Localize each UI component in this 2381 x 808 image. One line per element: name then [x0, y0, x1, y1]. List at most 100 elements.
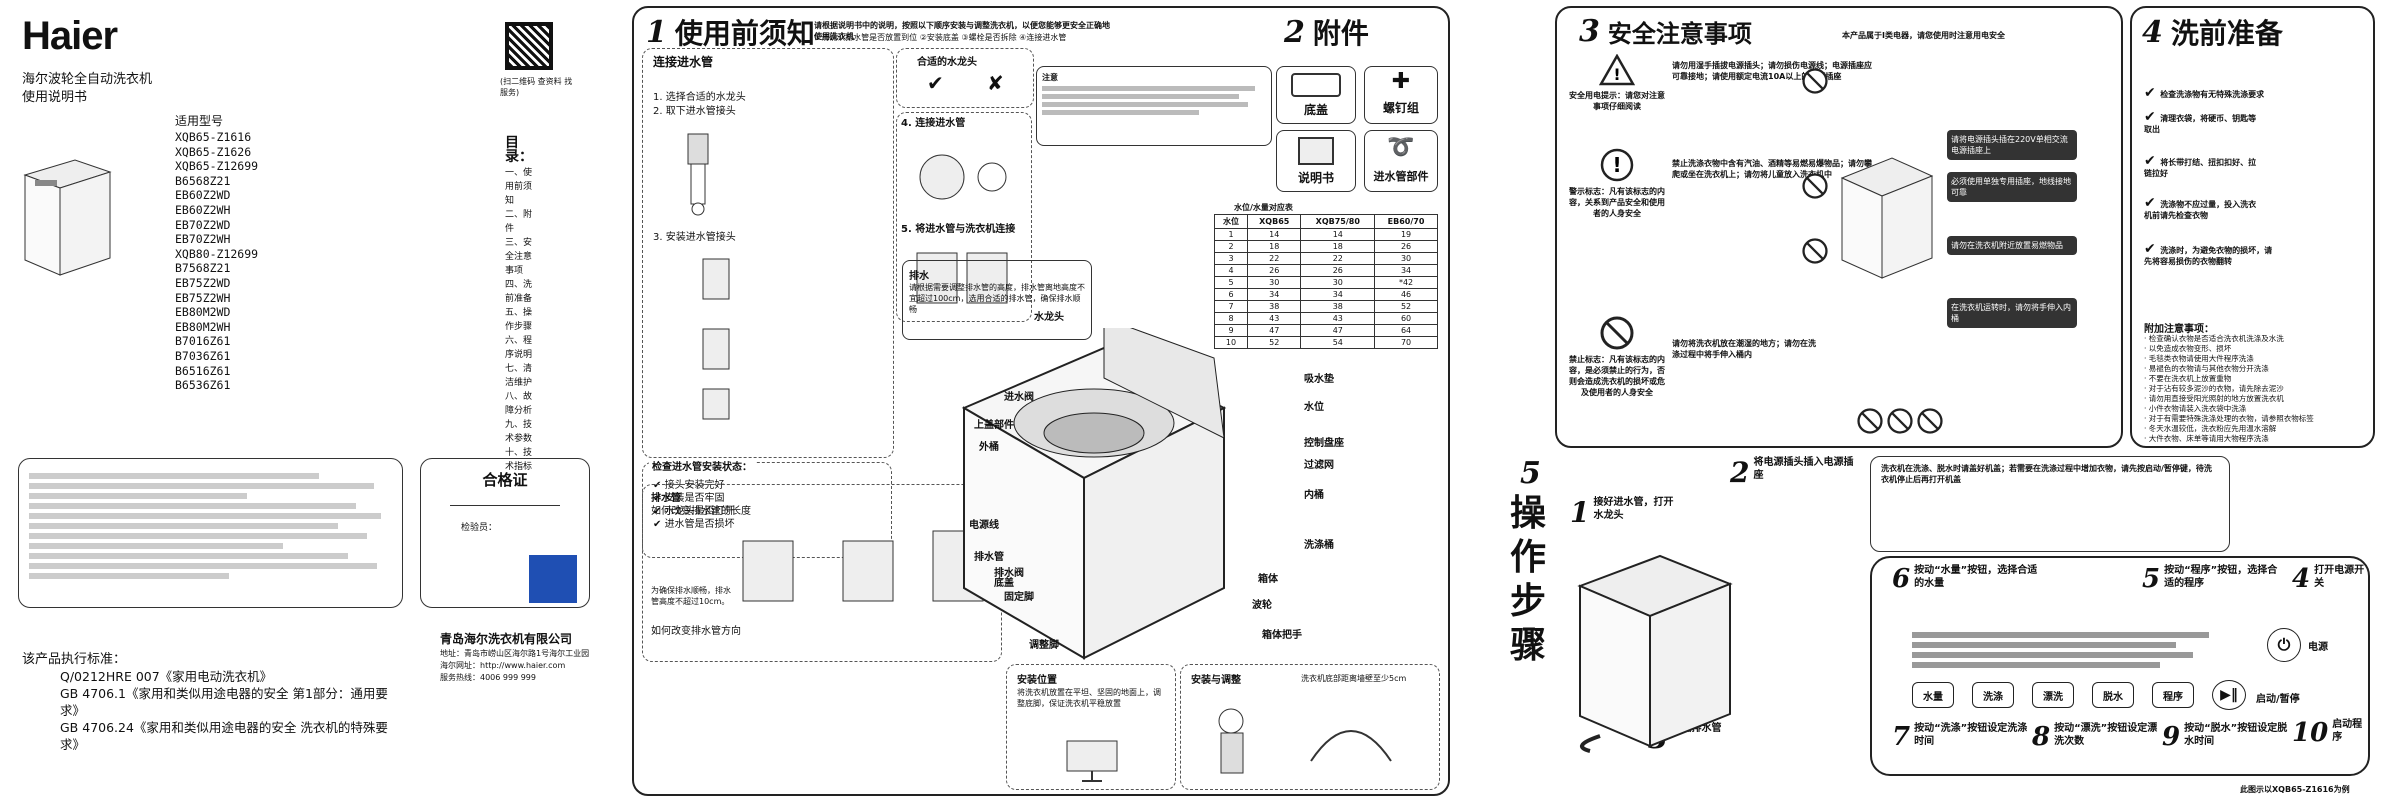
table-cell: 60	[1374, 312, 1438, 325]
table-cell: 52	[1247, 336, 1302, 349]
check-icon: ✔	[653, 519, 665, 530]
check-icon: ✔	[653, 493, 665, 504]
drain-box-text: 请根据需要调整排水管的高度，排水管离地高度不宜超过100cm，选用合适的排水管，…	[909, 283, 1085, 314]
table-header: XQB65	[1247, 214, 1302, 229]
part-label: 排水管	[974, 552, 1004, 563]
power-button[interactable]: ⏻	[2267, 628, 2301, 662]
part-label: 调整脚	[1029, 640, 1059, 651]
start-pause-label: 启动/暂停	[2256, 694, 2300, 705]
table-cell: 18	[1247, 240, 1302, 253]
model-item: EB70Z2WH	[175, 232, 231, 247]
install-position-area: 安装位置 将洗衣机放置在平坦、坚固的地面上，调整底脚，保证洗衣机平稳放置	[1006, 664, 1176, 790]
table-cell: 10	[1213, 336, 1249, 349]
op-step: 10 启动程序	[2292, 718, 2363, 748]
table-cell: 18	[1300, 240, 1376, 253]
toc-item[interactable]: 一、使用前须知	[505, 168, 533, 206]
control-panel: 6 按动“水量”按钮，选择合适的水量 5 按动“程序”按钮，选择合适的程序 4 …	[1870, 556, 2370, 776]
op-note: 洗衣机在洗涤、脱水时请盖好机盖；若需要在洗涤过程中增加衣物，请先按启动/暂停键，…	[1881, 464, 2212, 484]
sec5-number: 5	[1520, 456, 1541, 491]
toc-item[interactable]: 九、技术参数	[505, 420, 533, 444]
drain-direction-title: 如何改变排水管方向	[651, 626, 741, 637]
check-item: ✔ 进水管是否损坏	[653, 519, 735, 530]
screw-icon: ✚	[1391, 69, 1411, 94]
play-pause-icon: ▶‖	[2220, 687, 2238, 703]
notes-label: 注意	[1042, 73, 1058, 82]
safety-row: 禁止标志：凡有该标志的内容，是必须禁止的行为，否则会造成洗衣机的损坏或危及使用者…	[1567, 316, 1667, 446]
prep-item: ✔ 将长带打结、扭扣扣好、拉链拉好	[2144, 153, 2257, 178]
sec2-heading: 2 附件	[1284, 12, 1369, 52]
extra-note-item: · 易褪色的衣物请与其他衣物分开洗涤	[2144, 364, 2269, 373]
toc-item[interactable]: 二、附件	[505, 210, 533, 234]
qr-code	[505, 22, 553, 70]
check-icon: ✔	[2144, 109, 2161, 125]
toc-item[interactable]: 七、清洁维护	[505, 364, 533, 388]
inlet-hose-area: 连接进水管 1. 选择合适的水龙头 2. 取下进水管接头 3. 安装进水管接头	[642, 48, 894, 458]
sec3-title: 安全注意事项	[1607, 20, 1752, 48]
safety-note-dark: 在洗衣机运转时，请勿将手伸入内桶	[1947, 298, 2077, 328]
safety-row-text: 请勿用湿手插拔电源插头；请勿损伤电源线；电源插座应可靠接地；请使用额定电流10A…	[1672, 61, 1872, 81]
wash-button[interactable]: 洗涤	[1972, 682, 2014, 708]
op-footer: 此图示以XQB65-Z1616为例	[2240, 785, 2350, 794]
toc-item[interactable]: 五、操作步骤	[505, 308, 533, 332]
sec1-steps-hint: ①请确认排水管是否放置到位 ②安装底盖 ③螺栓是否拆除 ④连接进水管	[814, 33, 1067, 42]
part-label: 进水阀	[1004, 392, 1034, 403]
accessory-screws: ✚ 螺钉组	[1364, 66, 1438, 124]
water-level-button[interactable]: 水量	[1912, 682, 1954, 708]
spin-button[interactable]: 脱水	[2092, 682, 2134, 708]
sec3-panel: 3 安全注意事项 本产品属于Ⅰ类电器，请您使用时注意用电安全 ! 安全用电提示：…	[1555, 6, 2123, 448]
drain-title: 排水管	[651, 493, 681, 504]
extra-note-item: · 大件衣物、床单等请用大物程序洗涤	[2144, 434, 2269, 443]
toc-item[interactable]: 三、安全注意事项	[505, 238, 533, 276]
sec1-panel: 1 使用前须知 请根据说明书中的说明，按照以下顺序安装与调整洗衣机，以便您能够更…	[632, 6, 1450, 796]
toc-item[interactable]: 四、洗前准备	[505, 280, 533, 304]
brand-logo: Haier	[22, 14, 118, 58]
sec5-title: 操作步骤	[1510, 493, 1547, 666]
table-cell: *42	[1374, 276, 1438, 289]
table-cell: 64	[1374, 324, 1438, 337]
model-label: 适用型号	[175, 114, 224, 128]
check-title: 检查进水管安装状态：	[649, 461, 755, 474]
part-label: 控制盘座	[1304, 438, 1344, 449]
spec-table-title: 水位/水量对应表	[1234, 203, 1293, 212]
prep-item: ✔ 洗涤时，为避免衣物的损坏，请先将容易损伤的衣物翻转	[2144, 241, 2273, 266]
part-label: 箱体	[1258, 574, 1278, 585]
table-header: EB60/70	[1374, 214, 1438, 229]
steps-4-5-area: 4. 连接进水管 5. 将进水管与洗衣机连接	[896, 112, 1032, 322]
sec1-subtitle: 请根据说明书中的说明，按照以下顺序安装与调整洗衣机，以便您能够更安全正确地使用洗…	[814, 21, 1110, 41]
check-item: ✔ 水龙头是否打开	[653, 506, 735, 517]
prohibited-icon	[1802, 173, 1828, 199]
table-cell: 14	[1300, 228, 1376, 241]
part-label: 箱体把手	[1262, 630, 1302, 641]
company-phone: 服务热线：4006 999 999	[440, 673, 536, 682]
rinse-button[interactable]: 漂洗	[2032, 682, 2074, 708]
table-cell: 34	[1247, 288, 1302, 301]
washer-small-image	[1840, 157, 1934, 279]
table-cell: 5	[1213, 276, 1249, 289]
op-step: 6 按动“水量”按钮，选择合适的水量	[1892, 564, 2038, 594]
extra-note-item: · 检查确认衣物是否适合洗衣机洗涤及水洗	[2144, 334, 2284, 343]
table-cell: 70	[1374, 336, 1438, 349]
toc-item[interactable]: 六、程序说明	[505, 336, 533, 360]
table-cell: 7	[1213, 300, 1249, 313]
safety-row-text: 请勿将洗衣机放在潮湿的地方；请勿在洗涤过程中将手伸入桶内	[1672, 339, 1816, 359]
model-item: EB80M2WH	[175, 319, 231, 334]
company-address: 地址：青岛市崂山区海尔路1号海尔工业园	[440, 649, 590, 658]
extra-notes-title: 附加注意事项：	[2144, 324, 2214, 335]
install-text: 将洗衣机放置在平坦、坚固的地面上，调整底脚，保证洗衣机平稳放置	[1017, 688, 1161, 708]
op-note-box: 洗衣机在洗涤、脱水时请盖好机盖；若需要在洗涤过程中增加衣物，请先按启动/暂停键，…	[1870, 456, 2230, 552]
washer-diagram	[961, 328, 1227, 660]
start-pause-button[interactable]: ▶‖	[2212, 680, 2246, 710]
program-button[interactable]: 程序	[2152, 682, 2194, 708]
prohibited-icon	[1857, 408, 1883, 434]
toc-item[interactable]: 八、故障分析	[505, 392, 533, 416]
toc-item[interactable]: 十、技术指标	[505, 448, 533, 472]
check-icon: ✔	[2144, 85, 2161, 101]
part-label: 洗涤桶	[1304, 540, 1334, 551]
op-step: 4 打开电源开关	[2292, 564, 2365, 594]
sec2-title: 附件	[1312, 17, 1369, 50]
table-cell: 30	[1300, 276, 1376, 289]
check-icon: ✔	[2144, 153, 2161, 169]
